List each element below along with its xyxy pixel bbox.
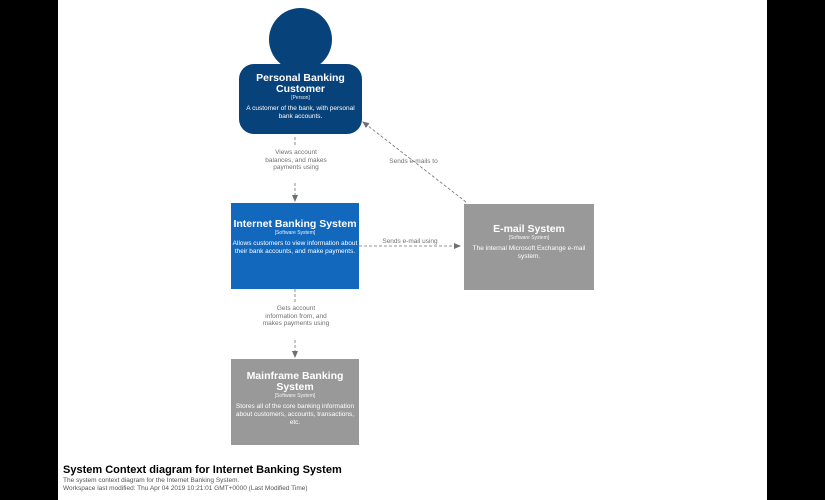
internet-banking-description: Allows customers to view information abo… bbox=[232, 240, 358, 255]
relationship-label-sends-email-using: Sends e-mail using bbox=[382, 238, 438, 245]
diagram-footer: System Context diagram for Internet Bank… bbox=[63, 464, 763, 493]
mainframe-banking-system-node[interactable]: Mainframe Banking System [Software Syste… bbox=[231, 359, 359, 445]
internet-banking-system-node[interactable]: Internet Banking System [Software System… bbox=[231, 203, 359, 289]
email-title: E-mail System bbox=[493, 223, 565, 235]
diagram-description: The system context diagram for the Inter… bbox=[63, 477, 240, 484]
relationship-lines bbox=[292, 121, 467, 358]
mainframe-title: Mainframe Banking System bbox=[246, 370, 344, 393]
internet-banking-type: [Software System] bbox=[274, 230, 316, 236]
diagram-canvas: Personal Banking Customer [Person] A cus… bbox=[58, 0, 767, 500]
person-head-shape bbox=[269, 8, 332, 71]
person-title: Personal Banking Customer bbox=[256, 72, 345, 95]
relationship-label-gets-info: Gets account information from, and makes… bbox=[262, 305, 330, 327]
person-type: [Person] bbox=[291, 95, 310, 101]
diagram-last-modified: Workspace last modified: Thu Apr 04 2019… bbox=[63, 485, 308, 492]
relationship-label-views: Views account balances, and makes paymen… bbox=[265, 149, 327, 171]
person-node[interactable]: Personal Banking Customer [Person] A cus… bbox=[239, 64, 362, 134]
relationship-label-sends-emails-to: Sends e-mails to bbox=[389, 158, 438, 165]
email-description: The internal Microsoft Exchange e-mail s… bbox=[472, 245, 586, 260]
email-system-node[interactable]: E-mail System [Software System] The inte… bbox=[464, 204, 594, 290]
email-type: [Software System] bbox=[508, 235, 550, 241]
mainframe-type: [Software System] bbox=[274, 393, 316, 399]
person-description: A customer of the bank, with personal ba… bbox=[246, 105, 355, 120]
internet-banking-title: Internet Banking System bbox=[233, 218, 357, 230]
mainframe-description: Stores all of the core banking informati… bbox=[235, 403, 355, 426]
diagram-title: System Context diagram for Internet Bank… bbox=[63, 464, 342, 476]
edge-email-to-person bbox=[362, 121, 467, 203]
